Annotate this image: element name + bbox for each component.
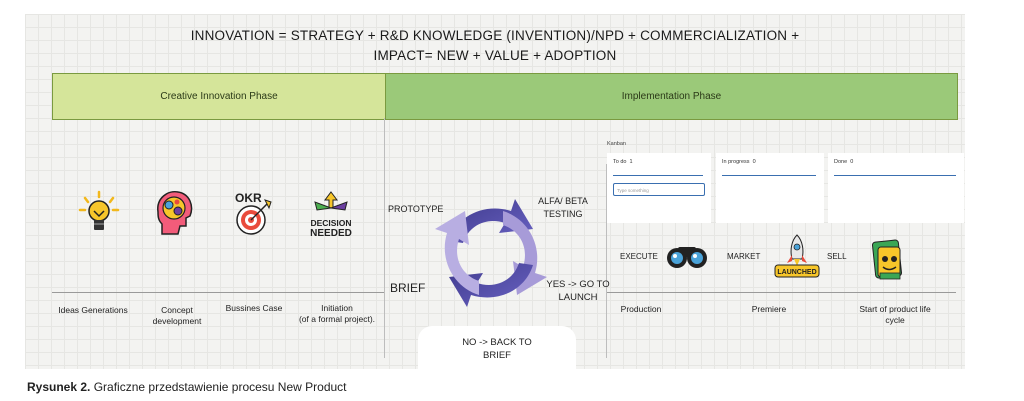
kanban-new-card-input[interactable]: Type something: [613, 183, 705, 196]
needed-text: NEEDED: [310, 228, 352, 239]
figure-caption: Rysunek 2. Graficzne przedstawienie proc…: [27, 380, 347, 394]
innovation-formula-title: INNOVATION = STRATEGY + R&D KNOWLEDGE (I…: [25, 26, 965, 66]
brain-head-icon: [150, 188, 196, 241]
figure-caption-number: Rysunek 2.: [27, 380, 91, 394]
kanban-column-done-header: Done 0: [834, 159, 853, 165]
kanban-title: Kanban: [607, 141, 626, 147]
money-bag-icon: [868, 239, 908, 288]
kanban-column-in-progress-name: In progress: [722, 159, 750, 165]
no-back-to-brief-label: NO -> BACK TO BRIEF: [462, 337, 532, 361]
step-ideas-generations: Ideas Generations: [58, 305, 128, 315]
kanban-column-in-progress[interactable]: In progress 0: [716, 153, 824, 223]
step-premiere: Premiere: [751, 304, 787, 314]
kanban-column-todo-count: 1: [629, 159, 633, 165]
creative-steps-underline: [52, 292, 384, 293]
prototype-label: PROTOTYPE: [388, 204, 444, 214]
brief-label: BRIEF: [390, 281, 426, 295]
decision-needed-icon: DECISION NEEDED: [307, 190, 355, 245]
kanban-board: Kanban To do 1 Type something In progres…: [607, 137, 964, 229]
okr-text: OKR: [235, 191, 262, 205]
execute-label: EXECUTE: [620, 252, 658, 261]
kanban-column-done-underline: [834, 175, 956, 176]
rocket-launched-icon: LAUNCHED: [772, 233, 822, 286]
implementation-phase-banner: Implementation Phase: [385, 73, 958, 120]
sell-label: SELL: [827, 252, 847, 261]
alfa-beta-label: ALFA/ BETA TESTING: [538, 196, 588, 219]
launched-text: LAUNCHED: [777, 269, 816, 276]
implementation-phase-label: Implementation Phase: [621, 91, 722, 102]
kanban-column-todo-underline: [613, 175, 703, 176]
decision-text: DECISION: [310, 218, 351, 228]
step-concept-development: Concept development: [152, 305, 202, 326]
creative-phase-label: Creative Innovation Phase: [160, 91, 278, 102]
figure-caption-text: Graficzne przedstawienie procesu New Pro…: [90, 380, 347, 394]
no-back-to-brief-card: NO -> BACK TO BRIEF: [418, 326, 576, 383]
phase-divider-right: [606, 164, 607, 358]
lightbulb-icon: [77, 190, 121, 241]
step-business-case: Bussines Case: [225, 303, 283, 313]
yes-go-to-launch-label: YES -> GO TO LAUNCH: [546, 279, 610, 303]
okr-target-icon: OKR: [231, 190, 275, 243]
step-initiation: Initiation (of a formal project).: [298, 303, 376, 324]
market-label: MARKET: [727, 252, 761, 261]
kanban-column-done[interactable]: Done 0: [828, 153, 964, 223]
step-start-of-product-life-cycle: Start of product life cycle: [859, 304, 931, 325]
binoculars-icon: [666, 243, 708, 274]
kanban-column-todo-header: To do 1: [613, 159, 633, 165]
phase-divider-left: [384, 118, 385, 358]
step-production: Production: [620, 304, 662, 314]
kanban-column-todo-name: To do: [613, 159, 627, 165]
kanban-column-in-progress-header: In progress 0: [722, 159, 756, 165]
impl-steps-underline: [607, 292, 956, 293]
kanban-column-done-count: 0: [850, 159, 854, 165]
kanban-column-done-name: Done: [834, 159, 848, 165]
kanban-column-in-progress-underline: [722, 175, 816, 176]
title-line-2: IMPACT= NEW + VALUE + ADOPTION: [373, 48, 617, 63]
title-line-1: INNOVATION = STRATEGY + R&D KNOWLEDGE (I…: [190, 28, 800, 43]
creative-phase-banner: Creative Innovation Phase: [52, 73, 386, 120]
whiteboard-canvas: INNOVATION = STRATEGY + R&D KNOWLEDGE (I…: [25, 14, 965, 383]
kanban-column-todo[interactable]: To do 1 Type something: [607, 153, 711, 223]
kanban-column-in-progress-count: 0: [752, 159, 756, 165]
refresh-cycle-arrows-icon: [427, 189, 555, 322]
